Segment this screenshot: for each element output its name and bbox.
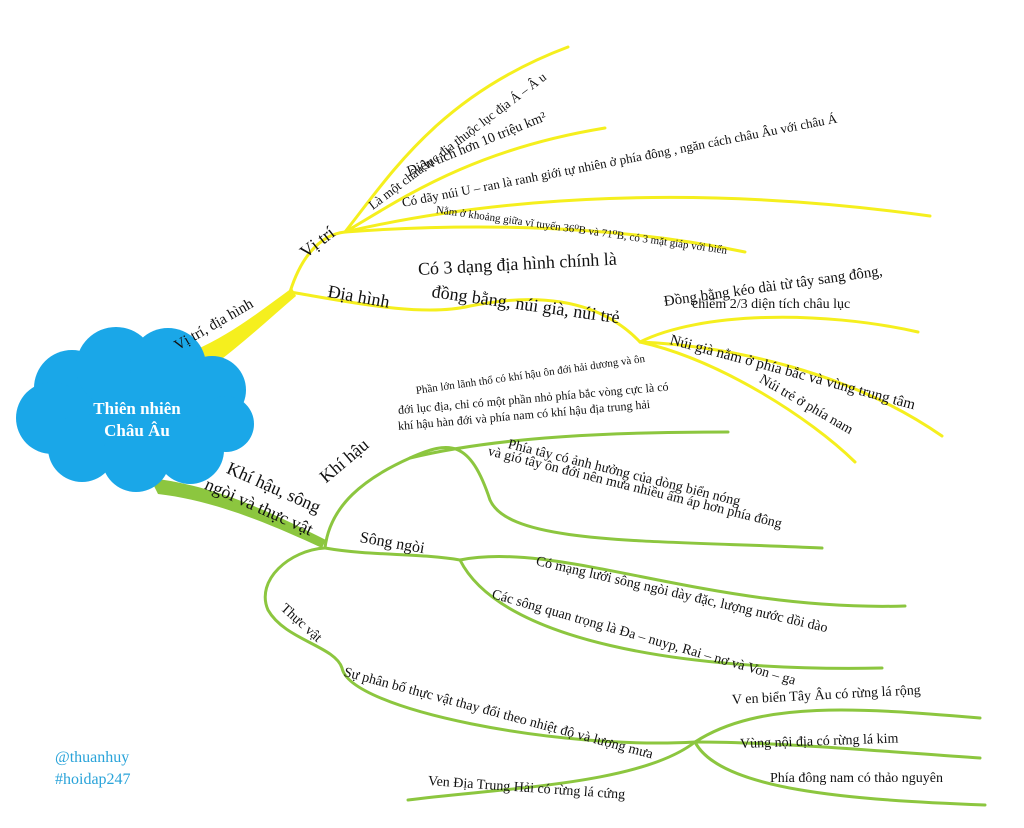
watermark-user: @thuanhuy — [55, 749, 130, 766]
central-topic: Thiên nhiên Châu Âu — [42, 398, 232, 442]
branch-song-ngoi-1 — [458, 555, 907, 608]
branch-vi-tri-3 — [343, 195, 932, 234]
branch-thuc-vat-4 — [406, 740, 697, 802]
branch-thuc-vat — [263, 546, 697, 745]
branch-thuc-vat-3 — [693, 740, 987, 807]
branch-dia-hinh-3 — [638, 340, 857, 464]
trunk-yellow — [195, 288, 296, 368]
branch-vi-tri-1 — [343, 45, 570, 234]
central-topic-line2: Châu Âu — [104, 421, 170, 440]
branch-dia-hinh-2 — [638, 340, 944, 438]
branch-khi-hau-2 — [408, 446, 824, 550]
branch-vi-tri — [288, 230, 347, 294]
branch-dia-hinh-1 — [638, 315, 920, 344]
branch-thuc-vat-1 — [693, 708, 982, 744]
label-dia-hinh-item-2: chiếm 2/3 diện tích châu lục — [692, 297, 851, 312]
branch-vi-tri-4 — [343, 225, 747, 254]
branch-song-ngoi-2 — [458, 558, 884, 670]
branch-thuc-vat-2 — [693, 740, 982, 760]
branch-khi-hau-1 — [408, 430, 730, 460]
watermark-tag: #hoidap247 — [55, 771, 131, 788]
branch-dia-hinh — [288, 290, 642, 344]
branch-song-ngoi — [323, 546, 462, 562]
central-cloud — [16, 327, 254, 492]
branch-vi-tri-2 — [343, 126, 607, 234]
trunk-green — [150, 478, 326, 548]
central-topic-line1: Thiên nhiên — [93, 399, 181, 418]
branch-khi-hau — [323, 456, 412, 550]
label-thuc-vat-item-3: Phía đông nam có thảo nguyên — [770, 771, 944, 786]
